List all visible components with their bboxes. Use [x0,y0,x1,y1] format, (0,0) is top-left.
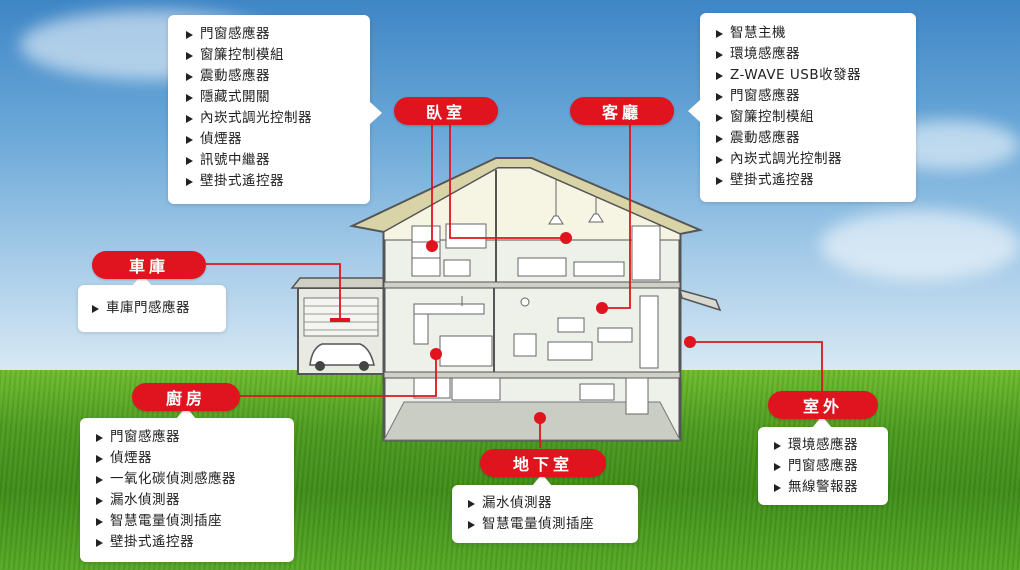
garage-building [290,277,385,375]
list-item: 偵煙器 [94,448,294,469]
list-item: 智慧電量偵測插座 [466,514,638,535]
bedroom-device-list: 門窗感應器 窗簾控制模組 震動感應器 隱藏式開關 內崁式調光控制器 偵煙器 訊號… [168,15,370,204]
list-item: 訊號中繼器 [184,150,370,171]
list-item: 內崁式調光控制器 [184,108,370,129]
living-room-box-pointer [688,100,700,122]
list-item: 偵煙器 [184,129,370,150]
list-item: 窗簾控制模組 [714,107,916,128]
bedroom-box-pointer [370,102,382,124]
list-item: 窗簾控制模組 [184,45,370,66]
tag-kitchen[interactable]: 廚房 [132,383,240,411]
list-item: 智慧電量偵測插座 [94,511,294,532]
list-item: 內崁式調光控制器 [714,149,916,170]
list-item: Z-WAVE USB收發器 [714,65,916,86]
tag-outdoor[interactable]: 室外 [768,391,878,419]
list-item: 漏水偵測器 [94,490,294,511]
list-item: 漏水偵測器 [466,493,638,514]
list-item: 智慧主機 [714,23,916,44]
outdoor-device-list: 環境感應器 門窗感應器 無線警報器 [758,427,888,505]
list-item: 車庫門感應器 [90,298,226,319]
list-item: 門窗感應器 [94,427,294,448]
basement-box-pointer [532,474,552,486]
list-item: 門窗感應器 [184,24,370,45]
garage-device-list: 車庫門感應器 [78,285,226,332]
list-item: 門窗感應器 [772,456,888,477]
list-item: 環境感應器 [772,435,888,456]
house-body [348,157,722,442]
living-room-device-list: 智慧主機 環境感應器 Z-WAVE USB收發器 門窗感應器 窗簾控制模組 震動… [700,13,916,202]
list-item: 壁掛式遙控器 [714,170,916,191]
tag-garage[interactable]: 車庫 [92,251,206,279]
list-item: 門窗感應器 [714,86,916,107]
tag-bedroom[interactable]: 臥室 [394,97,498,125]
list-item: 無線警報器 [772,477,888,498]
list-item: 一氧化碳偵測感應器 [94,469,294,490]
sensor-dots [330,232,696,424]
list-item: 震動感應器 [184,66,370,87]
list-item: 壁掛式遙控器 [94,532,294,553]
list-item: 環境感應器 [714,44,916,65]
kitchen-device-list: 門窗感應器 偵煙器 一氧化碳偵測感應器 漏水偵測器 智慧電量偵測插座 壁掛式遙控… [80,418,294,562]
cloud [820,210,1020,280]
connector-lines [206,124,823,448]
list-item: 壁掛式遙控器 [184,171,370,192]
tag-living-room[interactable]: 客廳 [570,97,674,125]
list-item: 震動感應器 [714,128,916,149]
tag-basement[interactable]: 地下室 [480,449,606,477]
basement-device-list: 漏水偵測器 智慧電量偵測插座 [452,485,638,543]
list-item: 隱藏式開關 [184,87,370,108]
outdoor-box-pointer [812,416,832,428]
